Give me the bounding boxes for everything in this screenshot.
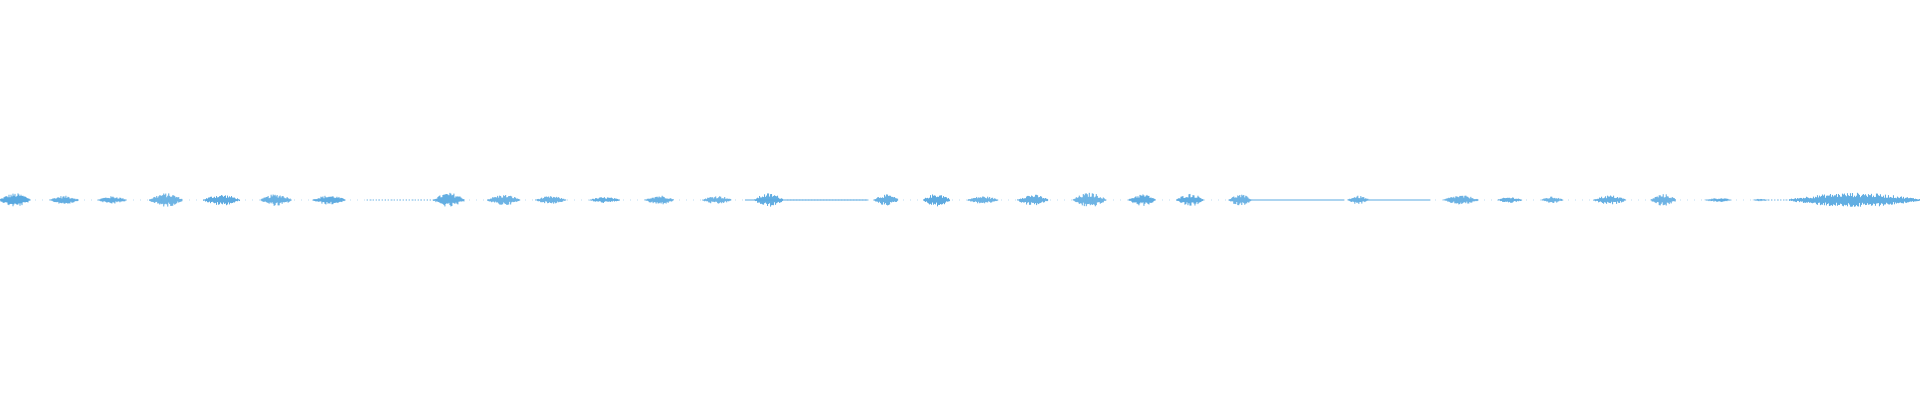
waveform-segment (49, 195, 79, 204)
trace-tick (796, 199, 798, 201)
trace-tick (826, 199, 828, 201)
trace-tick (1786, 199, 1788, 201)
trace-tick (850, 199, 852, 201)
waveform-segment (535, 196, 567, 204)
trace-tick (384, 199, 386, 201)
trace-tick (399, 199, 401, 201)
trace-tick (381, 199, 383, 201)
trace-tick (369, 199, 371, 201)
waveform-segment (1228, 194, 1253, 206)
trace-tick (1768, 199, 1770, 201)
waveform-segment (702, 196, 732, 204)
waveform-segment (97, 196, 127, 204)
trace-tick (829, 199, 831, 201)
waveform-segment (487, 195, 521, 205)
trace-tick (429, 199, 431, 201)
trace-tick (1774, 199, 1776, 201)
trace-tick (417, 199, 419, 201)
trace-tick (832, 199, 834, 201)
trace-tick (402, 199, 404, 201)
waveform-segment (1443, 195, 1479, 205)
trace-tick (372, 199, 374, 201)
trace-tick (805, 199, 807, 201)
trace-tick (856, 199, 858, 201)
trace-tick (414, 199, 416, 201)
trace-tick (838, 199, 840, 201)
waveform-segment (1752, 198, 1769, 202)
trace-tick (823, 199, 825, 201)
waveform-segment (203, 195, 241, 206)
waveform-segment (433, 192, 465, 207)
waveform-segment (1128, 194, 1156, 206)
trace-tick (426, 199, 428, 201)
waveform-segment (0, 193, 31, 207)
silence-trace-lines (366, 199, 1791, 201)
trace-tick (432, 199, 434, 201)
trace-tick (790, 199, 792, 201)
waveform-segment (1347, 195, 1370, 204)
trace-tick (835, 199, 837, 201)
waveform-segments (0, 192, 1920, 207)
trace-tick (387, 199, 389, 201)
trace-tick (844, 199, 846, 201)
trace-tick (841, 199, 843, 201)
trace-tick (423, 199, 425, 201)
trace-tick (366, 199, 368, 201)
trace-tick (393, 199, 395, 201)
waveform-segment (923, 194, 951, 207)
trace-tick (820, 199, 822, 201)
trace-tick (411, 199, 413, 201)
waveform-segment (1541, 196, 1564, 204)
waveform-segment (644, 195, 674, 205)
trace-tick (408, 199, 410, 201)
trace-tick (396, 199, 398, 201)
trace-tick (853, 199, 855, 201)
trace-tick (390, 199, 392, 201)
trace-tick (787, 199, 789, 201)
waveform-segment (1497, 197, 1523, 203)
waveform-segment (1176, 193, 1204, 206)
trace-tick (859, 199, 861, 201)
trace-tick (847, 199, 849, 201)
waveform-segment (1017, 194, 1049, 206)
trace-tick (1771, 199, 1773, 201)
trace-tick (814, 199, 816, 201)
trace-tick (1783, 199, 1785, 201)
waveform-segment (967, 196, 999, 204)
trace-tick (1780, 199, 1782, 201)
trace-tick (375, 199, 377, 201)
trace-tick (793, 199, 795, 201)
waveform-segment (1704, 198, 1732, 202)
waveform-segment (312, 195, 346, 205)
waveform-segment (754, 193, 784, 207)
trace-tick (865, 199, 867, 201)
waveform-segment (1788, 192, 1920, 207)
trace-tick (802, 199, 804, 201)
trace-tick (811, 199, 813, 201)
trace-tick (1777, 199, 1779, 201)
trace-tick (799, 199, 801, 201)
trace-tick (808, 199, 810, 201)
waveform-segment (149, 193, 183, 207)
waveform-segment (1650, 194, 1676, 206)
trace-tick (378, 199, 380, 201)
waveform-segment (1072, 192, 1106, 207)
waveform-segment (873, 194, 899, 206)
trace-tick (405, 199, 407, 201)
trace-tick (862, 199, 864, 201)
waveform-segment (1593, 195, 1627, 205)
waveform-segment (588, 197, 620, 203)
trace-tick (420, 199, 422, 201)
trace-tick (817, 199, 819, 201)
waveform-segment (260, 194, 292, 206)
